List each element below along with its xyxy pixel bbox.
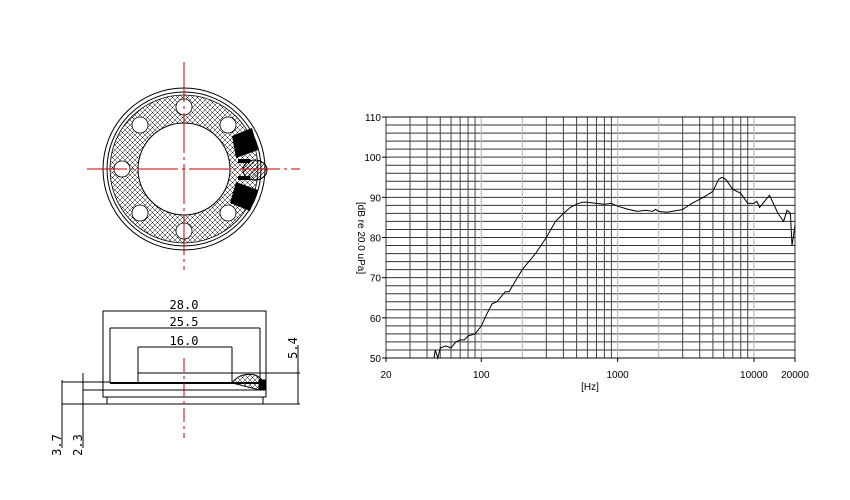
side-view [61, 310, 300, 448]
spl-curve [433, 176, 796, 360]
x-tick-label: 1000 [607, 370, 630, 381]
x-tick-label: 20000 [781, 370, 809, 381]
top-view [87, 62, 300, 270]
y-tick-label: 80 [370, 234, 382, 245]
y-tick-label: 100 [364, 153, 381, 164]
dim-total-height: 5.4 [286, 337, 300, 359]
x-axis-label: [Hz] [581, 382, 599, 393]
y-tick-label: 50 [370, 354, 382, 365]
dim-height-a: 3.7 [50, 434, 64, 456]
centerlines [87, 62, 300, 270]
x-axis-ticks: 20 100 1000 10000 20000 [380, 358, 809, 381]
y-axis-ticks: 50 60 70 80 90 100 110 [364, 113, 386, 365]
y-tick-label: 60 [370, 314, 382, 325]
y-axis-label: [dB re 20.0 uPa] [355, 202, 366, 274]
frequency-response-chart: 50 60 70 80 90 100 110 20 100 1000 10000 20000 [dB… [355, 113, 809, 393]
x-tick-label: 20 [380, 370, 392, 381]
y-tick-label: 110 [365, 113, 381, 124]
dim-dome-diameter: 16.0 [170, 334, 199, 348]
dim-outer-diameter: 28.0 [170, 298, 199, 312]
y-tick-label: 90 [370, 193, 382, 204]
dim-inner-diameter: 25.5 [170, 315, 199, 329]
dim-height-b: 2.3 [71, 434, 85, 456]
y-tick-label: 70 [370, 274, 382, 285]
terminal [230, 128, 268, 211]
x-tick-label: 100 [473, 370, 490, 381]
chart-grid [386, 116, 795, 359]
x-tick-label: 10000 [740, 370, 768, 381]
